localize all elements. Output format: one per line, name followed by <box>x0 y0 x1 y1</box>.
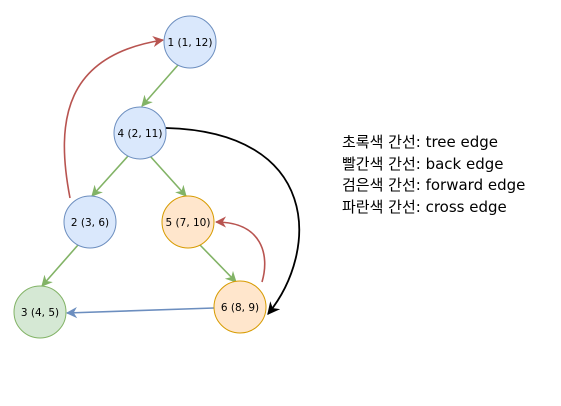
edge-4-to-5-tree-edge <box>149 155 187 197</box>
node-3: 3 (4, 5) <box>13 285 67 339</box>
node-6-circle <box>213 280 267 334</box>
node-6-label: 6 (8, 9) <box>221 302 259 314</box>
node-1-label: 1 (1, 12) <box>168 37 213 49</box>
node-5-circle <box>161 195 215 249</box>
node-3-circle <box>13 285 67 339</box>
edges-layer <box>41 35 301 319</box>
edge-2-to-1-back-edge <box>63 35 165 199</box>
node-1-circle <box>163 15 217 69</box>
edge-4-to-6-forward-edge <box>165 127 301 315</box>
legend-back-edge: 빨간색 간선: back edge <box>342 154 504 173</box>
node-3-label: 3 (4, 5) <box>21 307 59 319</box>
node-4-circle <box>113 106 167 160</box>
node-1: 1 (1, 12) <box>163 15 217 69</box>
edge-1-to-4-tree-edge <box>141 64 179 107</box>
node-4-label: 4 (2, 11) <box>118 128 163 140</box>
edge-legend: 초록색 간선: tree edge 빨간색 간선: back edge 검은색 … <box>342 132 525 218</box>
edge-6-to-3-cross-edge <box>65 307 215 319</box>
edge-5-to-6-tree-edge <box>199 244 237 283</box>
node-6: 6 (8, 9) <box>213 280 267 334</box>
node-2-label: 2 (3, 6) <box>71 217 109 229</box>
legend-forward-edge: 검은색 간선: forward edge <box>342 176 526 194</box>
node-2-circle <box>63 195 117 249</box>
edge-4-to-2-tree-edge <box>91 155 129 197</box>
legend-cross-edge: 파란색 간선: cross edge <box>342 197 507 216</box>
nodes-layer: 1 (1, 12) 4 (2, 11) 2 (3, 6) 5 (7, 10) 3 (4,… <box>13 15 267 339</box>
edge-2-to-3-tree-edge <box>41 244 79 287</box>
node-2: 2 (3, 6) <box>63 195 117 249</box>
node-5: 5 (7, 10) <box>161 195 215 249</box>
legend-tree-edge: 초록색 간선: tree edge <box>342 133 499 151</box>
edge-6-to-5-back-edge <box>214 216 266 283</box>
node-4: 4 (2, 11) <box>113 106 167 160</box>
node-5-label: 5 (7, 10) <box>166 217 211 229</box>
